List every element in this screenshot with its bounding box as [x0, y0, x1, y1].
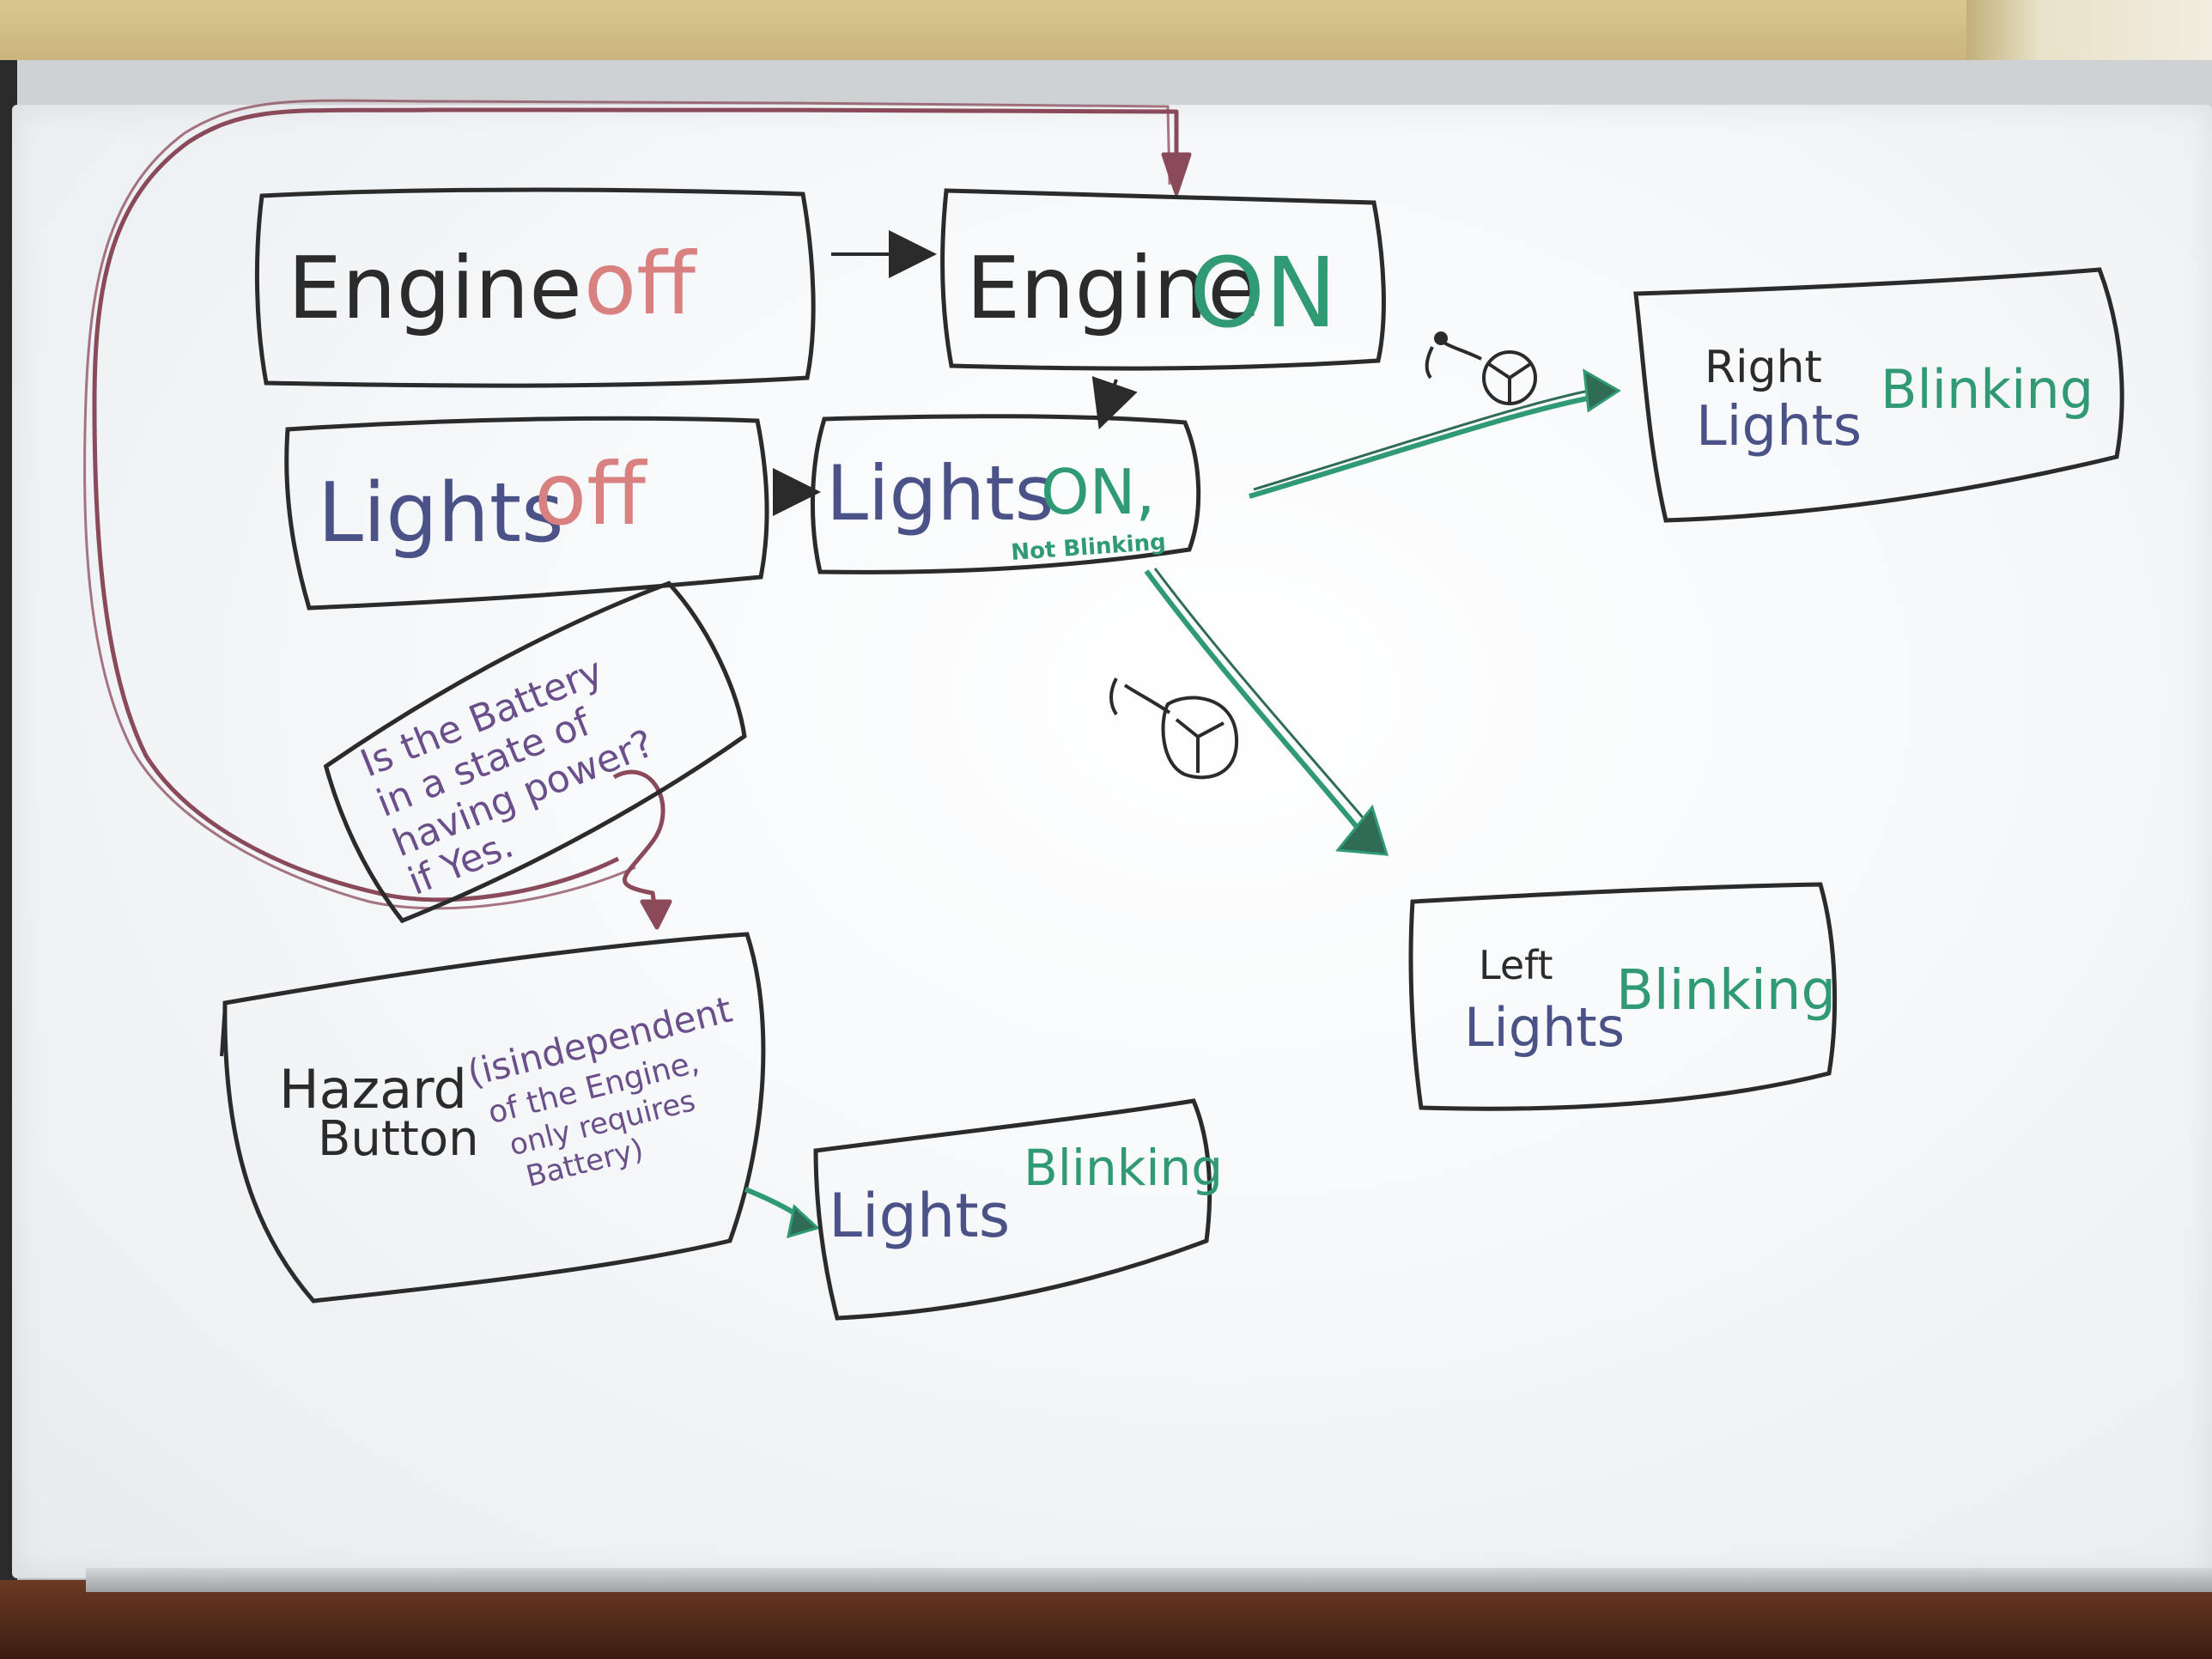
lights-off-state: off [534, 444, 647, 544]
right-blinking-side: Right [1705, 342, 1822, 393]
right-blinking-state: Blinking [1881, 358, 2094, 421]
steering-wheel-right-icon [1425, 331, 1537, 405]
engine-on-node: Engine ON [940, 188, 1386, 371]
lights-on-state: ON, [1041, 456, 1155, 528]
battery-question-node: Is the Battery in a state of having powe… [323, 580, 747, 924]
arrow-hazard-to-lights [744, 1187, 820, 1239]
hazard-lights-state: Blinking [1024, 1139, 1223, 1197]
engine-on-word: Engine [966, 238, 1261, 338]
left-blinking-word: Lights [1464, 996, 1625, 1059]
hazard-label-line-2: Button [318, 1111, 479, 1167]
arrow-engine-on-to-lights-on [1091, 376, 1138, 430]
engine-off-state: off [584, 234, 697, 334]
left-blinking-state: Blinking [1616, 959, 1836, 1023]
marker-tray [86, 1568, 2212, 1592]
right-blinking-word: Lights [1696, 395, 1862, 459]
lights-off-node: Lights off [284, 416, 769, 611]
steering-wheel-left-icon [1109, 678, 1239, 780]
furniture-below [0, 1580, 2212, 1659]
lights-off-word: Lights [318, 466, 564, 561]
left-blinking-side: Left [1479, 942, 1553, 988]
hazard-label-line-1: Hazard [279, 1058, 467, 1121]
arrow-to-left-blinking [1144, 568, 1389, 856]
hazard-lights-node: Lights Blinking [813, 1098, 1223, 1321]
lights-on-word: Lights [826, 449, 1054, 538]
right-blinking-node: Right Lights Blinking [1633, 267, 2124, 523]
left-blinking-node: Left Lights Blinking [1408, 882, 1838, 1111]
battery-loop-connector [83, 99, 1192, 930]
arrow-to-right-blinking [1249, 368, 1621, 499]
engine-off-word: Engine [288, 238, 582, 338]
whiteboard-surface [12, 105, 2212, 1578]
hazard-lights-word: Lights [829, 1181, 1010, 1251]
engine-off-node: Engine off [254, 187, 816, 388]
engine-on-state: ON [1189, 238, 1337, 349]
lights-on-node: Lights ON, Not Blinking [810, 414, 1201, 574]
wall-background [0, 0, 2212, 69]
hazard-button-node: Hazard Button (isindependent of the Engi… [220, 932, 766, 1304]
